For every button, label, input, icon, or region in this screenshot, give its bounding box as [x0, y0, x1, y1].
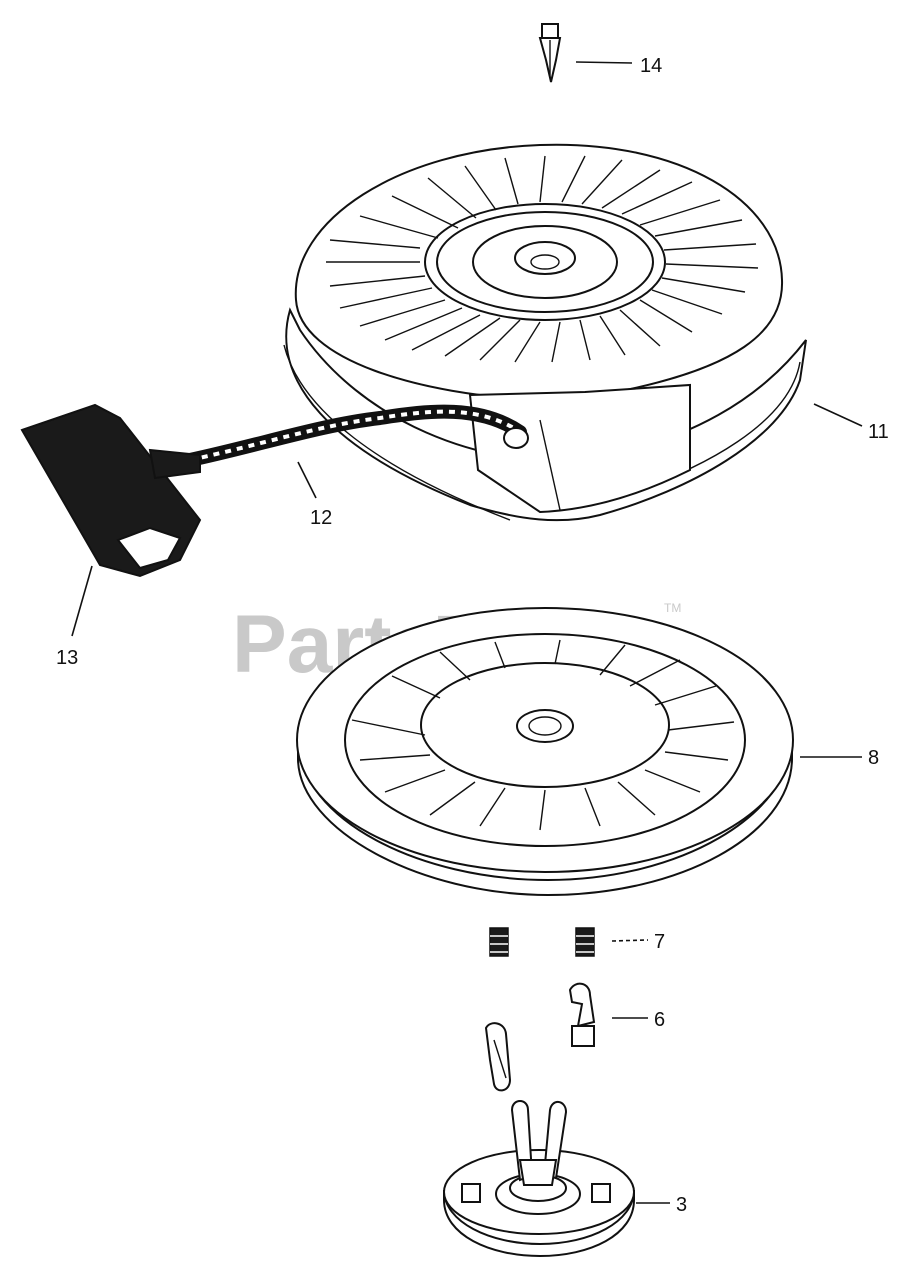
- callout-6[interactable]: 6: [654, 1009, 665, 1031]
- callout-8[interactable]: 8: [868, 747, 879, 769]
- part-6-pawls[interactable]: [484, 982, 596, 1092]
- part-14-pin[interactable]: [538, 23, 562, 83]
- callout-11[interactable]: 11: [868, 421, 889, 443]
- spring-right: [575, 927, 595, 957]
- leader-line-13: [71, 565, 93, 637]
- spring-left: [489, 927, 509, 957]
- callout-14[interactable]: 14: [640, 55, 662, 77]
- leader-line-12: [297, 461, 317, 499]
- leader-line-7: [611, 939, 649, 942]
- callout-7[interactable]: 7: [654, 931, 665, 953]
- leader-line-14: [575, 61, 633, 64]
- part-13-handle[interactable]: [20, 403, 202, 578]
- callout-12[interactable]: 12: [310, 507, 332, 529]
- part-8-pulley[interactable]: [296, 607, 794, 897]
- part-12-rope[interactable]: [183, 404, 529, 467]
- part-11-starter-housing[interactable]: [283, 143, 808, 522]
- part-3-retainer[interactable]: [443, 1100, 635, 1258]
- part-7-springs[interactable]: [489, 927, 595, 957]
- callout-13[interactable]: 13: [56, 647, 78, 669]
- callout-3[interactable]: 3: [676, 1194, 687, 1216]
- leader-line-11: [813, 403, 863, 427]
- watermark-trademark: TM: [664, 601, 681, 615]
